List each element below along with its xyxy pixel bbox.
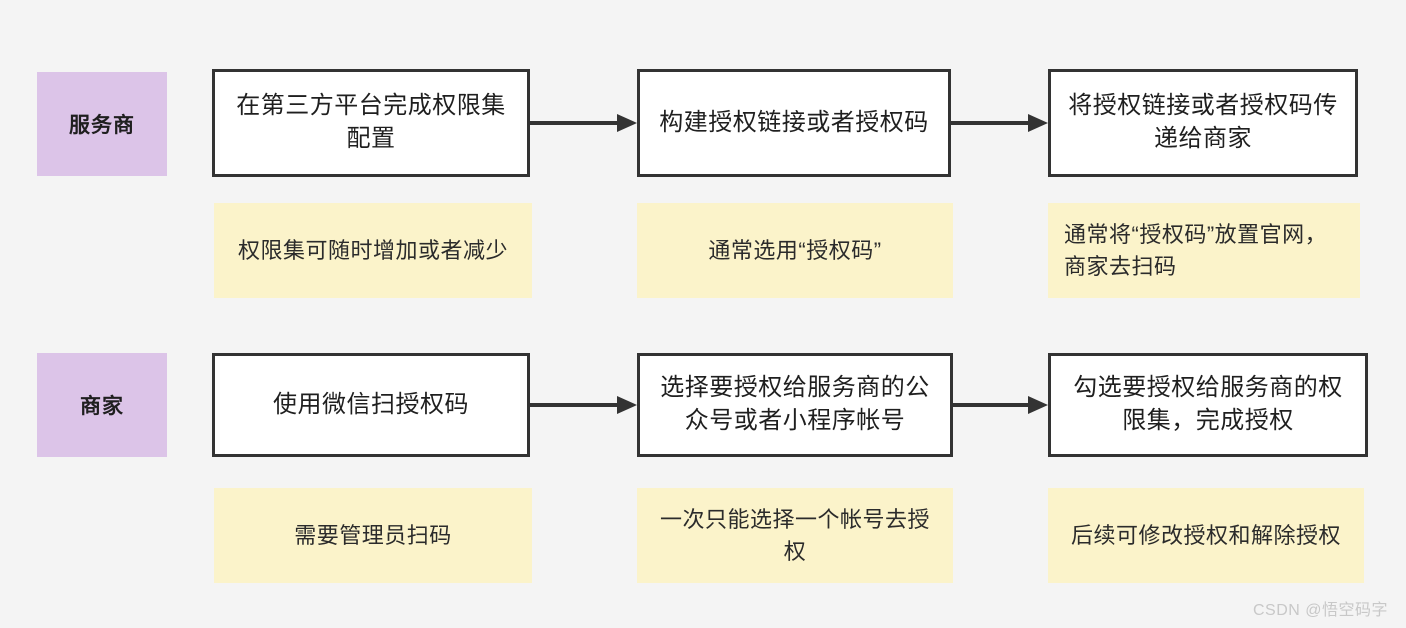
process-box-r1c2[interactable]: 构建授权链接或者授权码: [637, 69, 951, 177]
watermark-text: CSDN @悟空码字: [1252, 602, 1388, 619]
note-box-r2c1-text: 需要管理员扫码: [294, 522, 452, 548]
process-box-r1c3-text: 将授权链接或者授权码传递给商家: [1068, 92, 1338, 152]
arrow-shaft: [951, 121, 1031, 125]
arrow-shaft: [953, 403, 1031, 407]
role-label-row-2: 商家: [37, 353, 167, 457]
role-label-row-1: 服务商: [37, 72, 167, 176]
note-box-r1c3-text: 通常将“授权码”放置官网，商家去扫码: [1064, 221, 1328, 279]
note-box-r1c1-text: 权限集可随时增加或者减少: [237, 237, 508, 263]
note-box-r2c2: 一次只能选择一个帐号去授权: [637, 488, 953, 583]
process-box-r2c2[interactable]: 选择要授权给服务商的公众号或者小程序帐号: [637, 353, 953, 457]
process-box-r1c1[interactable]: 在第三方平台完成权限集配置: [212, 69, 530, 177]
process-box-r2c2-text: 选择要授权给服务商的公众号或者小程序帐号: [660, 374, 930, 434]
note-box-r2c1: 需要管理员扫码: [214, 488, 532, 583]
arrow-r2-c1-to-c2: [530, 396, 637, 414]
process-box-r2c1-text: 使用微信扫授权码: [273, 390, 469, 418]
note-box-r2c3-text: 后续可修改授权和解除授权: [1070, 522, 1341, 548]
process-box-r1c3[interactable]: 将授权链接或者授权码传递给商家: [1048, 69, 1358, 177]
note-box-r1c3: 通常将“授权码”放置官网，商家去扫码: [1048, 203, 1360, 298]
arrow-shaft: [530, 121, 620, 125]
process-box-r1c1-text: 在第三方平台完成权限集配置: [236, 92, 506, 152]
role-label-text: 商家: [80, 395, 124, 418]
note-box-r2c3: 后续可修改授权和解除授权: [1048, 488, 1364, 583]
arrow-shaft: [530, 403, 620, 407]
arrow-head: [617, 396, 637, 414]
note-box-r1c2: 通常选用“授权码”: [637, 203, 953, 298]
process-box-r2c1[interactable]: 使用微信扫授权码: [212, 353, 530, 457]
process-box-r2c3-text: 勾选要授权给服务商的权限集，完成授权: [1073, 374, 1343, 434]
arrow-head: [617, 114, 637, 132]
process-box-r1c2-text: 构建授权链接或者授权码: [659, 108, 929, 136]
arrow-head: [1028, 396, 1048, 414]
arrow-head: [1028, 114, 1048, 132]
arrow-r1-c1-to-c2: [530, 114, 637, 132]
role-label-text: 服务商: [69, 114, 135, 137]
watermark: CSDN @悟空码字: [1253, 596, 1388, 620]
arrow-r2-c2-to-c3: [953, 396, 1048, 414]
note-box-r2c2-text: 一次只能选择一个帐号去授权: [659, 506, 930, 564]
process-box-r2c3[interactable]: 勾选要授权给服务商的权限集，完成授权: [1048, 353, 1368, 457]
note-box-r1c1: 权限集可随时增加或者减少: [214, 203, 532, 298]
note-box-r1c2-text: 通常选用“授权码”: [708, 237, 882, 263]
arrow-r1-c2-to-c3: [951, 114, 1048, 132]
